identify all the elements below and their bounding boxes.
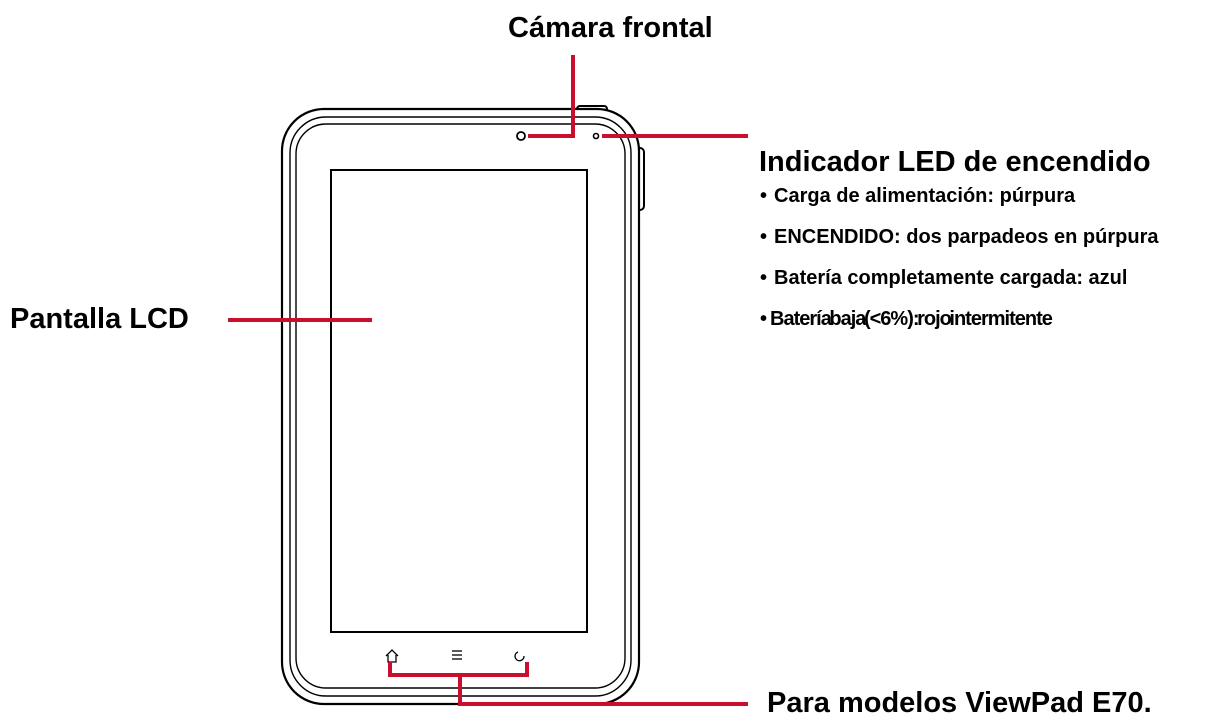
power-led-dot <box>592 132 600 140</box>
models-note-label: Para modelos ViewPad E70. <box>767 687 1152 719</box>
led-state-item: Batería baja (<6%): rojo intermitente <box>760 306 1220 332</box>
led-state-item: Carga de alimentación: púrpura <box>760 183 1220 209</box>
led-state-item: Batería completamente cargada: azul <box>760 265 1220 291</box>
front-camera-lens <box>516 131 526 141</box>
callout-lines <box>228 55 748 706</box>
led-states-list: Carga de alimentación: púrpura ENCENDIDO… <box>760 183 1220 347</box>
led-state-item: ENCENDIDO: dos parpadeos en púrpura <box>760 224 1220 250</box>
tablet-outer-edge <box>280 107 641 706</box>
back-icon <box>514 651 525 662</box>
power-led-label: Indicador LED de encendido <box>759 146 1151 178</box>
front-camera-label: Cámara frontal <box>508 12 713 44</box>
lcd-screen <box>330 169 588 633</box>
menu-icon <box>452 650 462 660</box>
lcd-screen-label: Pantalla LCD <box>10 303 189 335</box>
tablet-device <box>280 105 645 706</box>
